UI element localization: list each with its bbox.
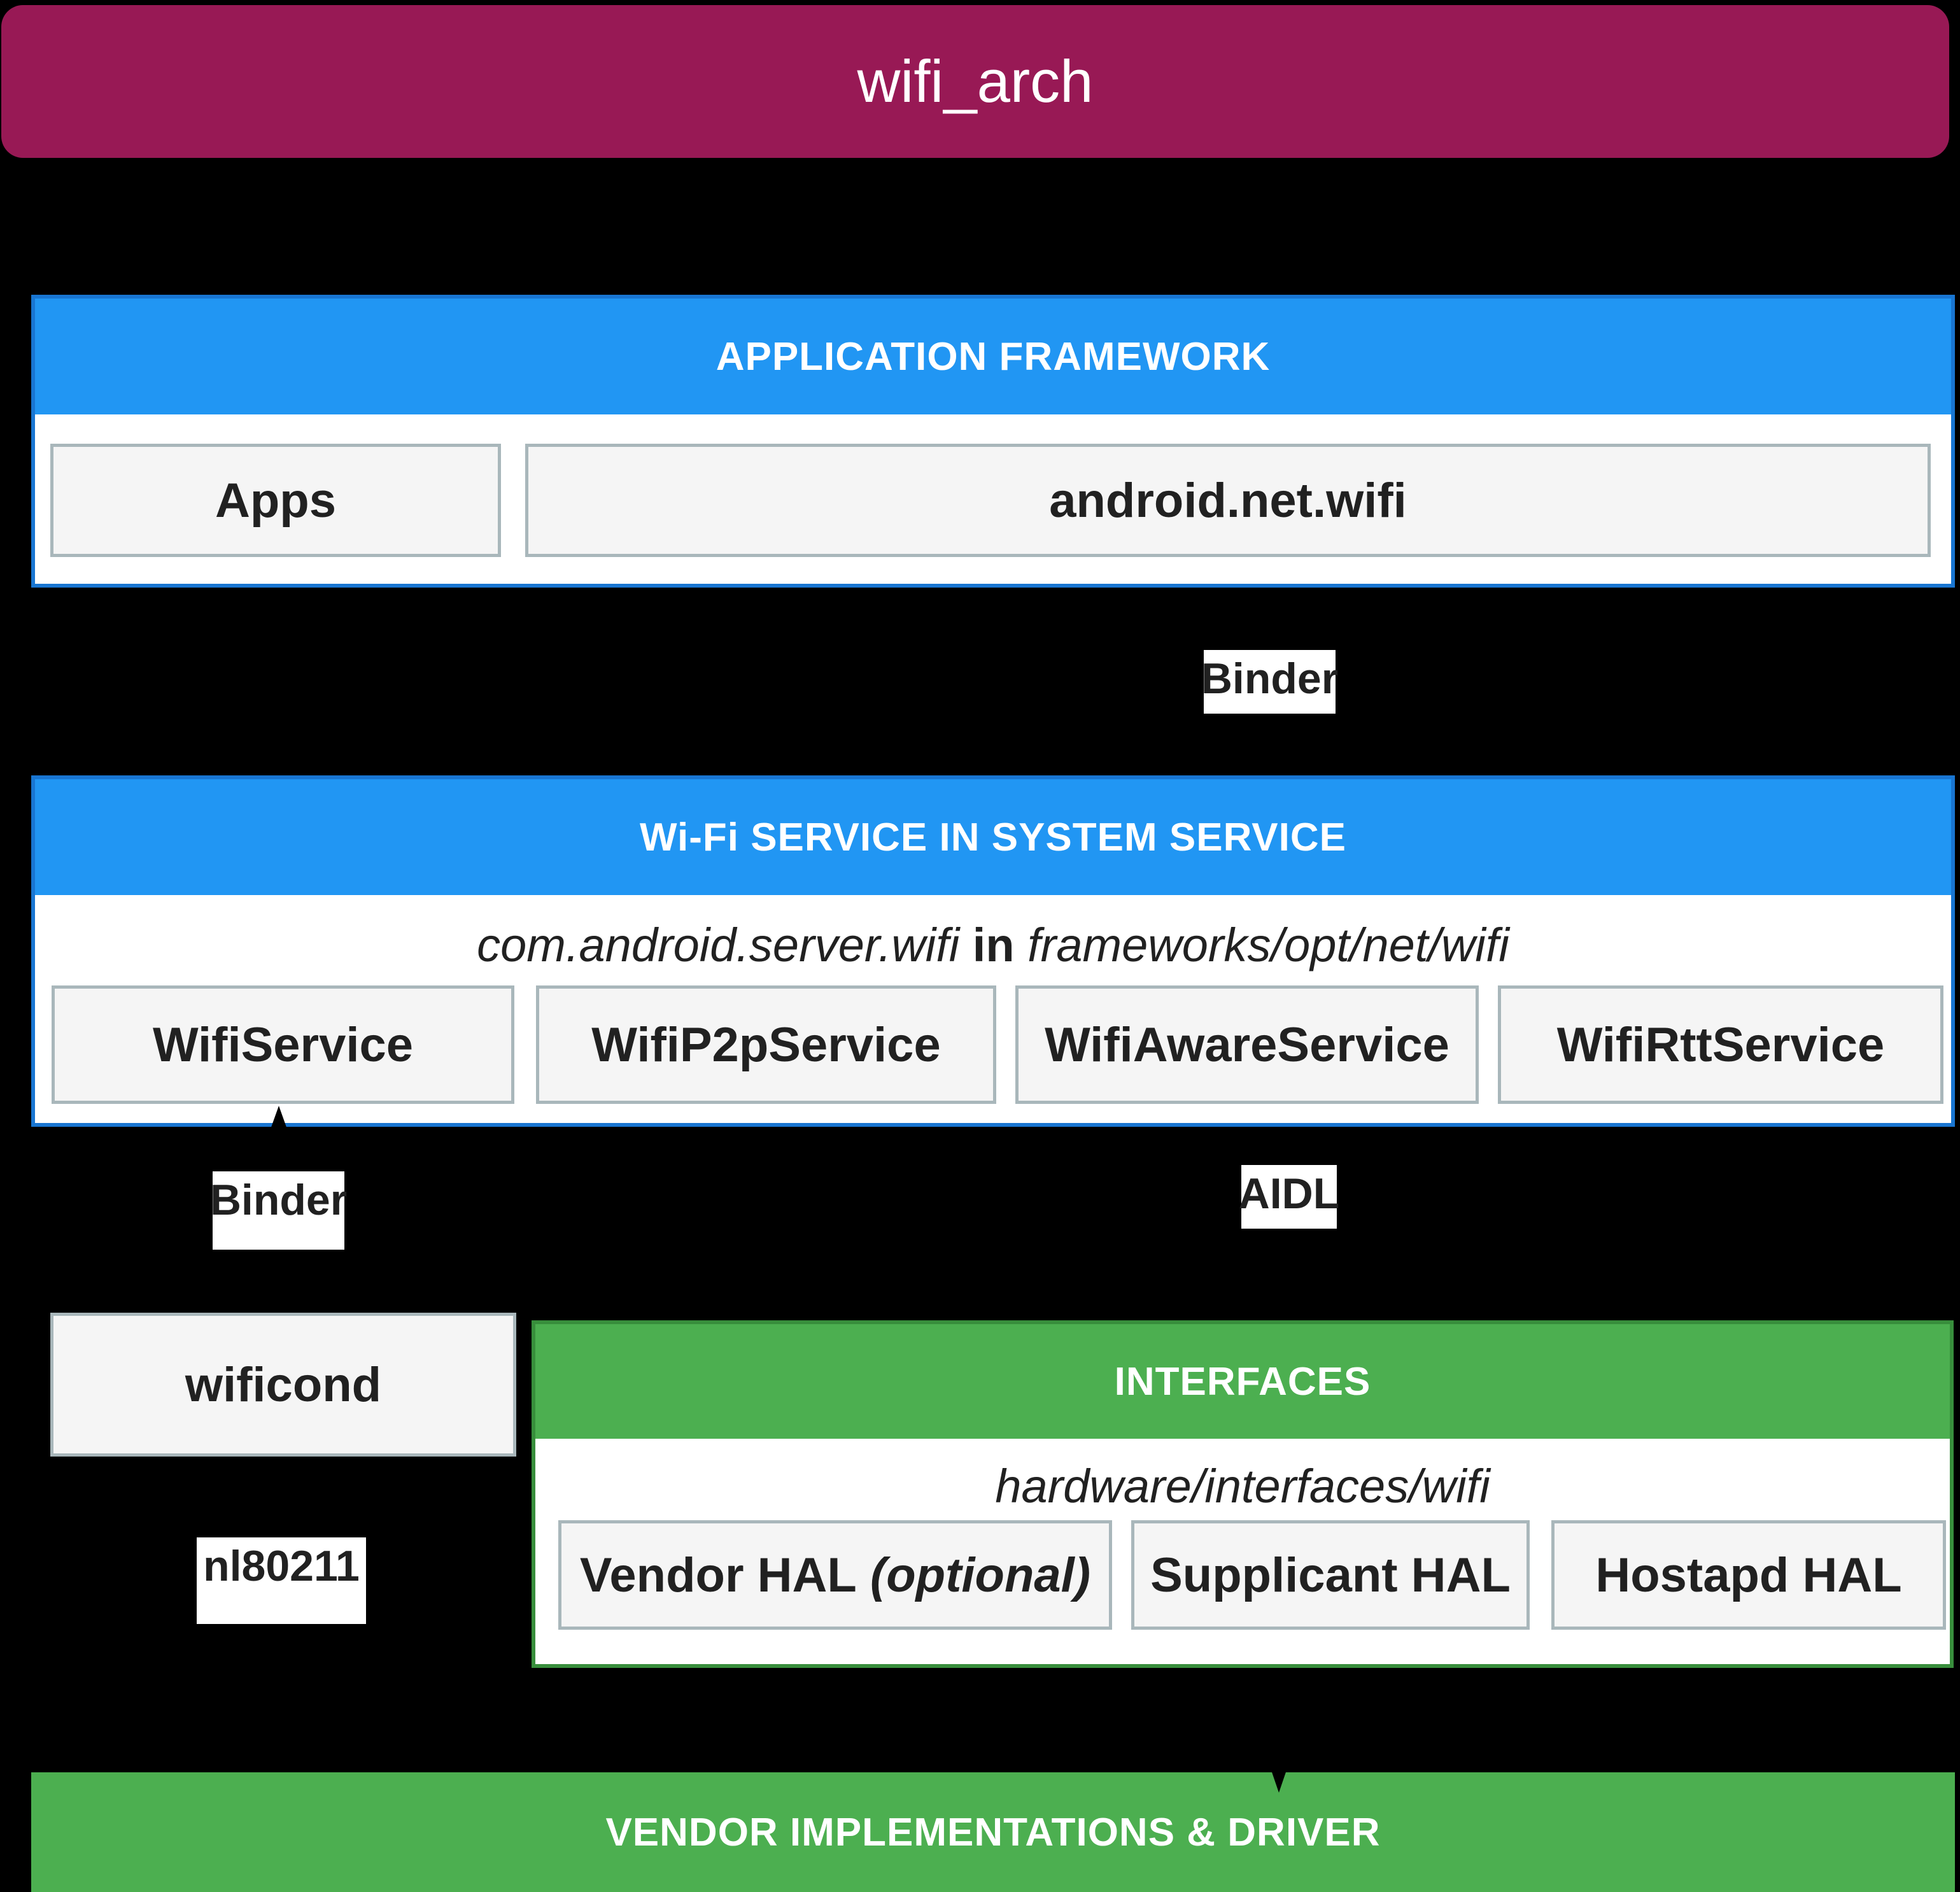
wifi-service-package-path: com.android.server.wifi in frameworks/op… [35,918,1951,972]
wifirttservice-box: WifiRttService [1498,985,1943,1104]
wificond-box-label: wificond [185,1357,382,1412]
wifiservice-box-label: WifiService [152,1017,414,1072]
vendor-hal-box-label: Vendor HAL [579,1548,857,1602]
interfaces-path: hardware/interfaces/wifi [535,1459,1950,1513]
hostapd-hal-box: Hostapd HAL [1551,1520,1946,1630]
application-framework-header: APPLICATION FRAMEWORK [35,299,1951,414]
vendor-hal-box: Vendor HAL (optional) [558,1520,1112,1630]
wifi-service-path-connector: in [972,919,1015,971]
vendor-hal-optional-label: (optional) [870,1548,1091,1602]
wifirttservice-box-label: WifiRttService [1556,1017,1885,1072]
android-net-wifi-box: android.net.wifi [525,444,1931,557]
binder-label-left: Binder [209,1171,348,1250]
apps-box-label: Apps [215,473,336,528]
wifi-service-header: Wi-Fi SERVICE IN SYSTEM SERVICE [35,779,1951,895]
nl80211-label: nl80211 [197,1537,366,1624]
diagram-title-bar: wifi_arch [1,5,1949,158]
supplicant-hal-box-label: Supplicant HAL [1150,1548,1511,1602]
wifip2pservice-box-label: WifiP2pService [591,1017,941,1072]
wifip2pservice-box: WifiP2pService [536,985,996,1104]
binder-label-top: Binder [1201,650,1339,714]
interfaces-path-text: hardware/interfaces/wifi [995,1460,1490,1513]
wificond-box: wificond [50,1313,516,1457]
apps-box: Apps [50,444,501,557]
wifi-service-path: frameworks/opt/net/wifi [1027,919,1509,971]
page-title: wifi_arch [857,48,1094,115]
supplicant-hal-box: Supplicant HAL [1131,1520,1530,1630]
android-net-wifi-box-label: android.net.wifi [1049,473,1407,528]
vendor-implementations-bar: VENDOR IMPLEMENTATIONS & DRIVER [31,1772,1955,1892]
binder-arrow-up-icon [269,1106,288,1133]
binder-label-left-text: Binder [209,1176,348,1224]
wifiawareservice-box: WifiAwareService [1015,985,1479,1104]
binder-label-top-text: Binder [1201,654,1339,703]
nl80211-label-text: nl80211 [203,1542,360,1590]
wifi-service-package: com.android.server.wifi [477,919,960,971]
vendor-implementations-bar-label: VENDOR IMPLEMENTATIONS & DRIVER [605,1810,1381,1854]
section-interfaces: INTERFACES hardware/interfaces/wifi Vend… [532,1320,1954,1668]
wifiawareservice-box-label: WifiAwareService [1045,1017,1449,1072]
interfaces-header: INTERFACES [535,1324,1950,1439]
aidl-arrow-down-icon [1269,1765,1288,1793]
section-application-framework: APPLICATION FRAMEWORK Apps android.net.w… [31,295,1955,588]
wifiservice-box: WifiService [52,985,514,1104]
aidl-label-text: AIDL [1238,1169,1340,1218]
section-wifi-service: Wi-Fi SERVICE IN SYSTEM SERVICE com.andr… [31,775,1955,1127]
hostapd-hal-box-label: Hostapd HAL [1595,1548,1902,1602]
aidl-label: AIDL [1238,1165,1340,1229]
